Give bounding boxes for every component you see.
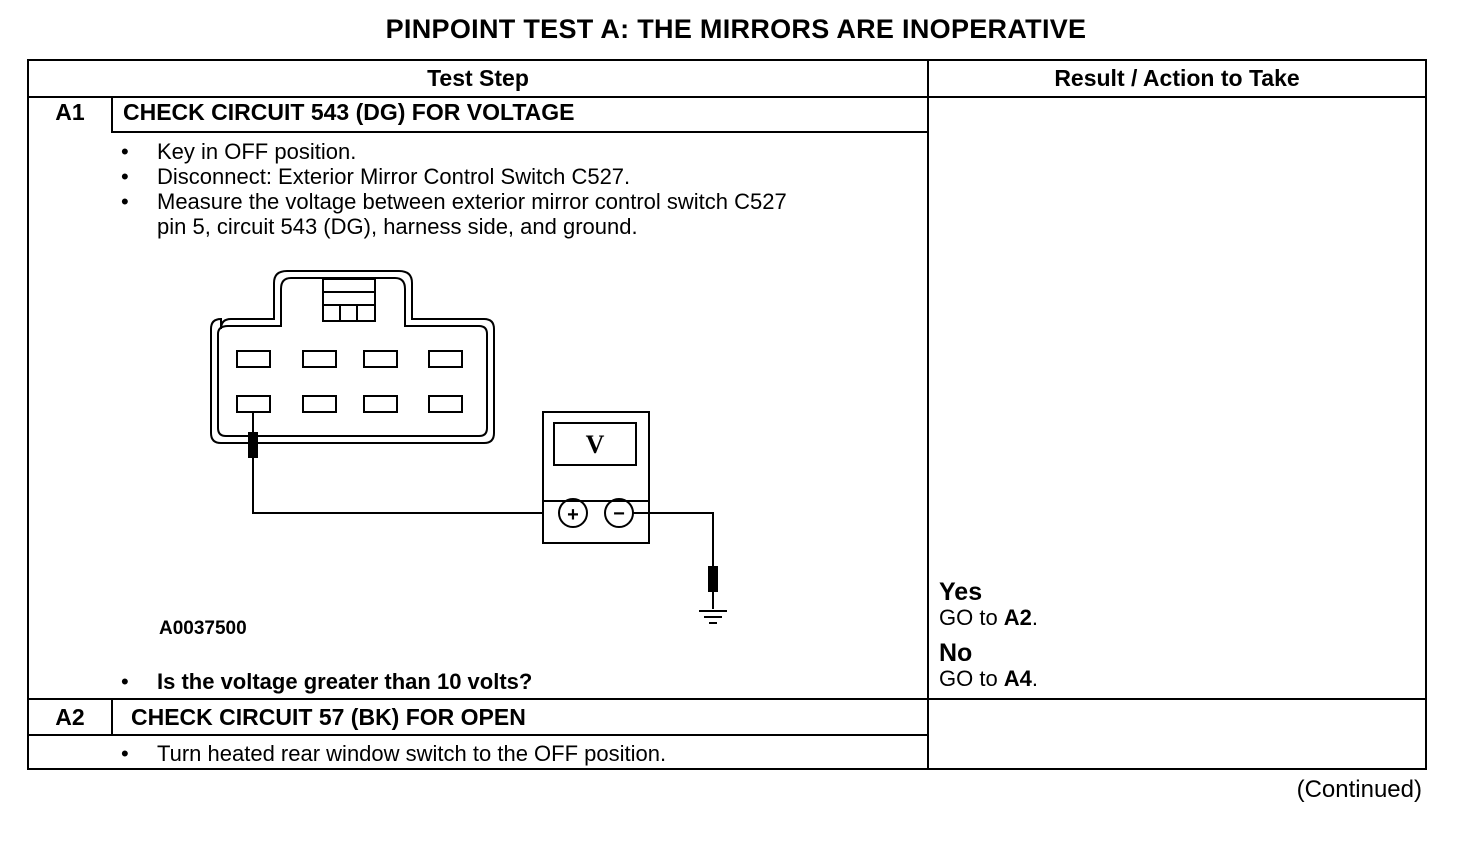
voltmeter-display xyxy=(553,422,637,466)
connector-pin xyxy=(236,350,271,368)
step-id-a2: A2 xyxy=(55,704,85,730)
header-divider xyxy=(29,96,1425,98)
pinpoint-test-table: Test Step Result / Action to Take A1 CHE… xyxy=(27,59,1427,770)
connector-pin xyxy=(302,395,337,413)
connector-pin xyxy=(428,395,463,413)
list-item: • Is the voltage greater than 10 volts? xyxy=(121,669,533,694)
page-title: PINPOINT TEST A: THE MIRRORS ARE INOPERA… xyxy=(385,14,1087,44)
connector-pin xyxy=(363,350,398,368)
header-result: Result / Action to Take xyxy=(1054,65,1300,91)
a1-question: • Is the voltage greater than 10 volts? xyxy=(121,669,921,694)
bullet-icon: • xyxy=(121,669,129,694)
list-item-continuation: pin 5, circuit 543 (DG), harness side, a… xyxy=(157,214,638,239)
a2-instructions: • Turn heated rear window switch to the … xyxy=(121,741,921,766)
list-item: • Key in OFF position. xyxy=(121,139,357,164)
connector-inner xyxy=(217,277,488,437)
bullet-icon: • xyxy=(121,189,129,214)
connector-pin xyxy=(428,350,463,368)
probe-negative xyxy=(708,566,718,592)
connector-pin xyxy=(363,395,398,413)
voltmeter-positive-terminal xyxy=(558,498,588,528)
probe-positive xyxy=(248,432,258,458)
step-id-divider-a1 xyxy=(111,96,113,132)
bullet-icon: • xyxy=(121,139,129,164)
goto-a2-link[interactable]: A2 xyxy=(1003,605,1032,630)
result-no: No GO to A4. xyxy=(939,639,1039,691)
minus-icon: − xyxy=(613,503,625,525)
voltmeter-symbol: V xyxy=(586,430,605,459)
list-item: • Measure the voltage between exterior m… xyxy=(121,189,787,214)
step-title-a2: CHECK CIRCUIT 57 (BK) FOR OPEN xyxy=(131,704,526,730)
a1-title-divider xyxy=(111,131,927,133)
continued-note: (Continued) xyxy=(1296,776,1422,803)
probe-wire-negative xyxy=(633,512,714,566)
result-label-no: No xyxy=(939,639,973,667)
voltmeter xyxy=(542,411,650,544)
a2-title-divider xyxy=(29,734,927,736)
connector-voltmeter-diagram: V + − xyxy=(210,270,727,624)
connector-pin-5 xyxy=(236,395,271,413)
plus-icon: + xyxy=(567,504,579,526)
result-label-yes: Yes xyxy=(939,578,983,606)
list-item: • Turn heated rear window switch to the … xyxy=(121,741,667,766)
bullet-icon: • xyxy=(121,741,129,766)
column-divider xyxy=(927,61,929,768)
a2-row-divider xyxy=(29,698,1425,700)
step-id-divider-a2 xyxy=(111,698,113,734)
bullet-icon: • xyxy=(121,164,129,189)
connector-outline xyxy=(210,270,495,444)
a1-instructions: • Key in OFF position. • Disconnect: Ext… xyxy=(121,139,921,239)
figure-id: A0037500 xyxy=(159,618,247,639)
connector-pin xyxy=(302,350,337,368)
list-item: • Disconnect: Exterior Mirror Control Sw… xyxy=(121,164,631,189)
probe-wire-positive xyxy=(252,458,543,514)
goto-a4-link[interactable]: A4 xyxy=(1003,666,1032,691)
step-title-a1: CHECK CIRCUIT 543 (DG) FOR VOLTAGE xyxy=(123,99,575,125)
step-id-a1: A1 xyxy=(55,99,85,125)
result-yes: Yes GO to A2. xyxy=(939,578,1039,630)
header-test-step: Test Step xyxy=(427,65,529,91)
